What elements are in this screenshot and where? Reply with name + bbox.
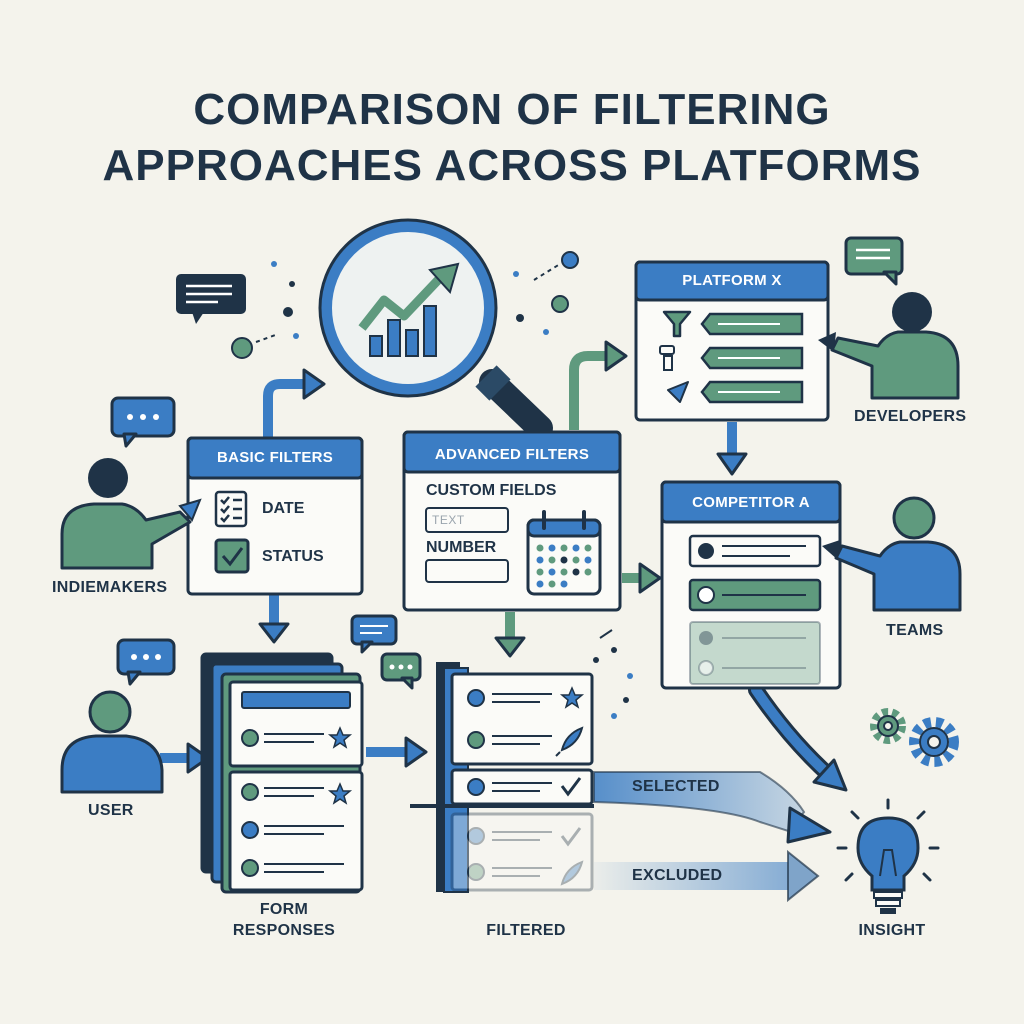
chat-bubble-icon — [350, 614, 398, 654]
label-responses: RESPONSES — [232, 922, 336, 939]
label-filtered: FILTERED — [486, 922, 566, 939]
magnifier-chart-icon — [318, 218, 553, 441]
gear-icon — [870, 708, 906, 744]
decorative-dots — [231, 251, 633, 719]
checkbox-icon — [214, 538, 250, 574]
platform-x-header: PLATFORM X — [682, 272, 782, 289]
star-icon — [559, 686, 585, 709]
checklist-icon — [214, 490, 248, 528]
form-responses-stack — [200, 652, 364, 894]
excluded-items — [450, 812, 594, 892]
basic-filter-status: STATUS — [262, 548, 324, 565]
label-insight: INSIGHT — [858, 922, 926, 939]
selected-arrow — [593, 771, 832, 844]
basic-filters-panel — [186, 436, 364, 596]
checkmark-icon — [560, 777, 582, 797]
rocket-icon — [555, 726, 584, 757]
title-line-1: COMPARISON OF FILTERING — [193, 85, 831, 134]
label-indiemakers: INDIEMAKERS — [52, 579, 168, 596]
gear-icon — [909, 717, 959, 767]
lightbulb-icon — [836, 798, 940, 914]
page-title: COMPARISON OF FILTERING APPROACHES ACROS… — [0, 82, 1024, 194]
custom-fields-label: CUSTOM FIELDS — [426, 482, 557, 499]
calendar-icon — [526, 510, 602, 596]
person-icon — [822, 496, 962, 612]
chat-bubble-icon — [380, 652, 422, 690]
chat-bubble-icon — [176, 274, 246, 324]
star-icon — [327, 782, 353, 805]
chat-bubble-icon — [116, 638, 176, 686]
filtered-stack — [410, 662, 594, 893]
insight-arrow — [748, 682, 848, 792]
excluded-arrow — [594, 849, 820, 903]
competitor-a-panel — [660, 480, 842, 690]
chat-bubble-icon — [844, 236, 904, 286]
basic-filter-date: DATE — [262, 500, 305, 517]
person-icon — [818, 292, 960, 400]
advanced-filters-header: ADVANCED FILTERS — [434, 446, 590, 463]
platform-x-rows — [700, 312, 804, 404]
number-field-label: NUMBER — [426, 539, 497, 556]
title-line-2: APPROACHES ACROSS PLATFORMS — [102, 141, 922, 190]
connector-arrows — [160, 340, 748, 774]
basic-filters-header: BASIC FILTERS — [216, 449, 334, 466]
text-field-placeholder: TEXT — [432, 513, 465, 527]
label-form: FORM — [259, 901, 309, 918]
label-teams: TEAMS — [886, 622, 944, 639]
chat-bubble-icon — [110, 396, 176, 448]
person-icon — [60, 458, 202, 570]
label-selected: SELECTED — [632, 778, 720, 795]
advanced-filters-panel — [402, 430, 622, 612]
star-icon — [327, 726, 353, 749]
platform-x-panel — [634, 260, 830, 422]
filter-funnel-icon — [659, 310, 692, 403]
label-excluded: EXCLUDED — [632, 867, 723, 884]
label-developers: DEVELOPERS — [854, 408, 967, 425]
label-user: USER — [88, 802, 134, 819]
competitor-a-header: COMPETITOR A — [692, 494, 810, 511]
person-icon — [60, 690, 164, 794]
